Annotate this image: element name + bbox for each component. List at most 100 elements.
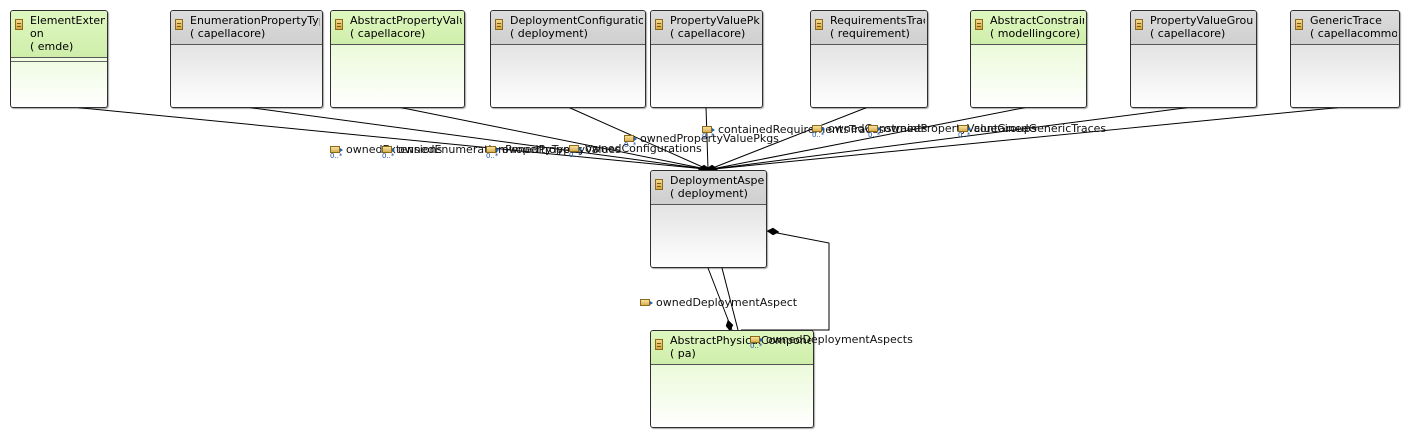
class-name: DeploymentAspect (670, 174, 764, 187)
relation-name: ownedPropertyValues (502, 143, 621, 156)
class-abstract-constraint[interactable]: AbstractConstraint ( modellingcore) (970, 10, 1087, 108)
edge-owned-enumeration-property-types (245, 106, 706, 170)
class-generic-trace[interactable]: GenericTrace ( capellacommon) (1290, 10, 1400, 108)
class-package: ( capellacore) (190, 27, 266, 40)
relation-name: ownedDeploymentAspect (656, 296, 798, 309)
class-enumeration-property-type[interactable]: EnumerationPropertyType ( capellacore) (170, 10, 323, 108)
class-name: RequirementsTrace (830, 14, 925, 27)
label-owned-configurations[interactable]: 0..* ownedConfigurations (569, 142, 702, 159)
class-package: ( capellacore) (670, 27, 746, 40)
class-header: AbstractPhysicalComponent ( pa) (651, 331, 813, 365)
class-name: EnumerationPropertyType (190, 14, 320, 27)
edge-contained-generic-traces (713, 106, 1345, 170)
class-package: ( deployment) (670, 187, 748, 200)
class-header: ElementExtensi on ( emde) (11, 11, 107, 58)
class-header: RequirementsTrace ( requirement) (811, 11, 927, 45)
reference-icon (382, 146, 395, 153)
edge-owned-property-value-pkgs (705, 106, 709, 170)
class-deployment-aspect[interactable]: DeploymentAspect ( deployment) (650, 170, 767, 268)
class-compartment-divider (11, 61, 107, 62)
edge-owned-property-values (397, 106, 707, 170)
class-icon (655, 179, 663, 190)
class-header: GenericTrace ( capellacommon) (1291, 11, 1399, 45)
multiplicity: 0..* (330, 152, 343, 160)
label-owned-property-value-pkgs[interactable]: 0..* ownedPropertyValuePkgs (624, 132, 779, 149)
edge-owned-deployment-aspect-b (721, 267, 739, 331)
class-name: ElementExtensi on (30, 14, 105, 40)
class-package: ( capellacommon) (1310, 27, 1397, 40)
class-package: ( deployment) (510, 27, 588, 40)
reference-icon (569, 145, 582, 152)
edge-contained-requirements-traces (709, 106, 869, 170)
label-contained-generic-traces[interactable]: 0..* containedGenericTraces (958, 122, 1107, 139)
class-package: ( requirement) (830, 27, 910, 40)
class-header: AbstractPropertyValue ( capellacore) (331, 11, 464, 45)
multiplicity: 0..* (624, 141, 637, 149)
class-icon (335, 19, 343, 30)
class-header: PropertyValuePkg ( capellacore) (651, 11, 762, 45)
class-abstract-physical-component[interactable]: AbstractPhysicalComponent ( pa) (650, 330, 814, 428)
class-name: AbstractConstraint (990, 14, 1084, 27)
reference-icon (330, 146, 343, 153)
multiplicity: 0..* (958, 131, 971, 139)
class-property-value-group[interactable]: PropertyValueGroup ( capellacore) (1130, 10, 1257, 108)
class-icon (175, 19, 183, 30)
class-element-extension[interactable]: ElementExtensi on ( emde) (10, 10, 108, 108)
class-icon (975, 19, 983, 30)
multiplicity: 0..* (750, 342, 763, 350)
class-name: AbstractPhysicalComponent (670, 334, 811, 347)
label-contained-requirements-traces[interactable]: 0..* containedRequirementsTraces (702, 123, 884, 140)
relation-name: ownedConfigurations (585, 142, 702, 155)
composition-diamond-d (766, 227, 780, 236)
class-icon (495, 19, 503, 30)
class-name: PropertyValuePkg (670, 14, 760, 27)
class-name: AbstractPropertyValue (350, 14, 462, 27)
reference-icon (750, 336, 763, 343)
class-icon (1135, 19, 1143, 30)
class-header: AbstractConstraint ( modellingcore) (971, 11, 1086, 45)
class-icon (1295, 19, 1303, 30)
class-name: GenericTrace (1310, 14, 1382, 27)
multiplicity: 0..* (382, 152, 395, 160)
reference-icon (868, 125, 881, 132)
class-icon (655, 19, 663, 30)
reference-icon (812, 125, 825, 132)
class-requirements-trace[interactable]: RequirementsTrace ( requirement) (810, 10, 928, 108)
class-icon (815, 19, 823, 30)
edge-owned-property-value-groups (712, 106, 1193, 170)
class-deployment-configuration[interactable]: DeploymentConfiguration ( deployment) (490, 10, 646, 108)
label-owned-deployment-aspects[interactable]: 0..* ownedDeploymentAspects (750, 333, 913, 350)
relation-name: ownedDeploymentAspects (766, 333, 913, 346)
class-name: PropertyValueGroup (1150, 14, 1254, 27)
class-property-value-pkg[interactable]: PropertyValuePkg ( capellacore) (650, 10, 763, 108)
class-package: ( pa) (670, 347, 696, 360)
class-header: DeploymentAspect ( deployment) (651, 171, 766, 205)
relation-name: containedGenericTraces (974, 122, 1107, 135)
class-icon (655, 339, 663, 350)
multiplicity: 0..* (702, 132, 715, 140)
edge-owned-configurations (567, 106, 708, 170)
class-header: PropertyValueGroup ( capellacore) (1131, 11, 1256, 45)
multiplicity: 0..* (868, 131, 881, 139)
relation-name: containedRequirementsTraces (718, 123, 884, 136)
reference-icon (640, 299, 653, 306)
multiplicity: 0..* (569, 151, 582, 159)
class-abstract-property-value[interactable]: AbstractPropertyValue ( capellacore) (330, 10, 465, 108)
edge-owned-constraints (711, 106, 1029, 170)
relation-name: ownedPropertyValuePkgs (640, 132, 779, 145)
label-owned-property-values[interactable]: 0..* ownedPropertyValues (486, 143, 621, 160)
class-package: ( capellacore) (350, 27, 426, 40)
class-package: ( modellingcore) (990, 27, 1081, 40)
reference-icon (624, 135, 637, 142)
label-owned-deployment-aspect[interactable]: ownedDeploymentAspect (640, 297, 797, 309)
reference-icon (486, 146, 499, 153)
class-name: DeploymentConfiguration (510, 14, 643, 27)
class-package: ( emde) (30, 40, 74, 53)
class-icon (15, 19, 23, 30)
edge-owned-extensions (71, 106, 706, 170)
class-header: DeploymentConfiguration ( deployment) (491, 11, 645, 45)
class-package: ( capellacore) (1150, 27, 1226, 40)
reference-icon (702, 126, 715, 133)
multiplicity: 0..* (486, 152, 499, 160)
